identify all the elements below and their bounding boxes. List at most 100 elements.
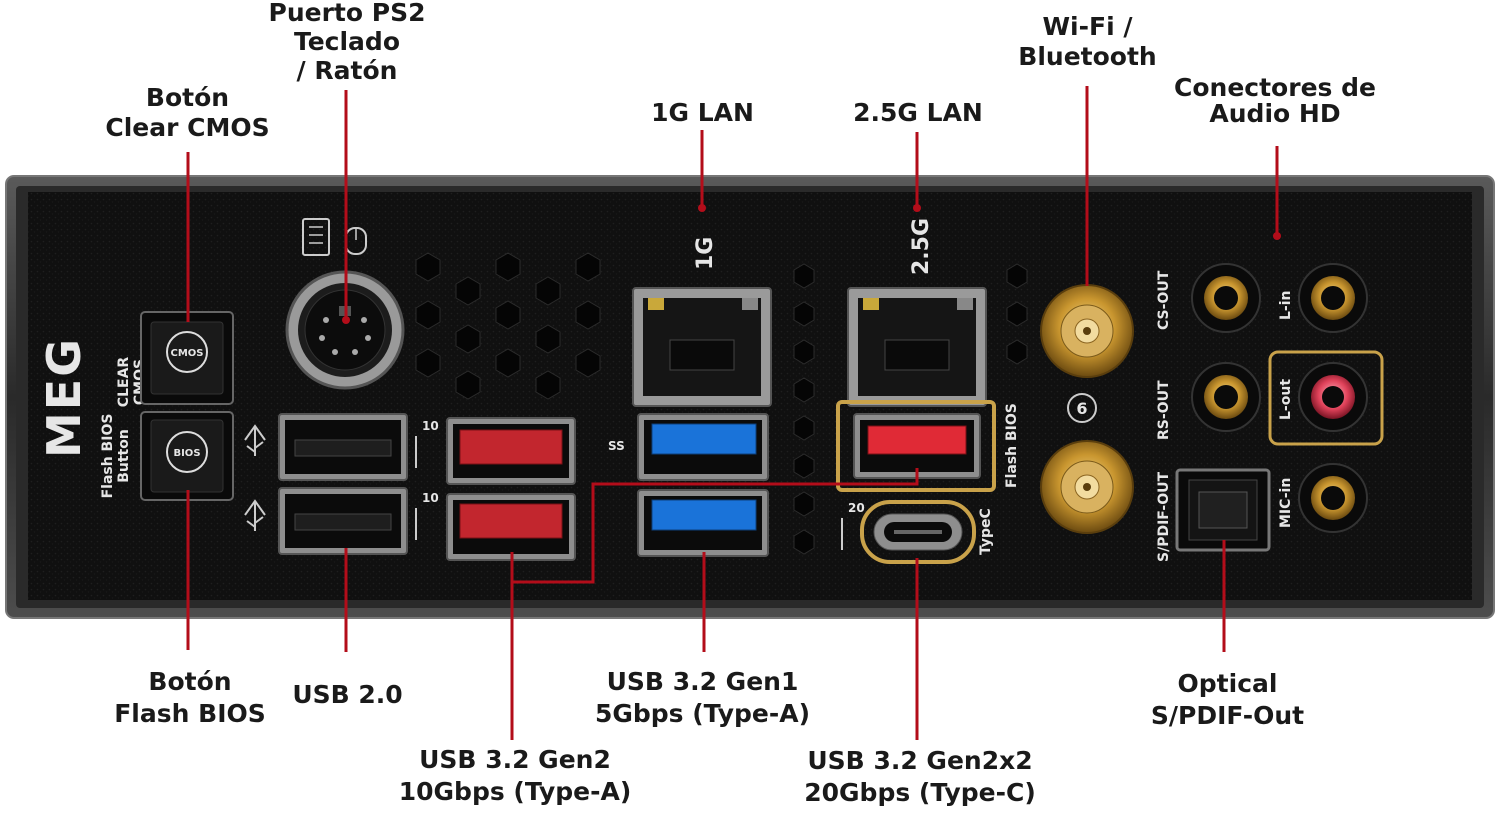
audio-jack-l-out[interactable] <box>1268 350 1384 446</box>
lan-2-5g-port[interactable] <box>847 287 987 407</box>
clear-cmos-silk-line1: CLEAR <box>116 357 132 408</box>
l-in-silk: L-in <box>1278 291 1294 321</box>
flash-bios-port-silk: Flash BIOS <box>1004 403 1020 488</box>
wifi-6-text: 6 <box>1076 399 1087 418</box>
mic-in-text: MIC-in <box>1278 478 1294 528</box>
typec-silk-text: TypeC <box>978 508 994 555</box>
callout-usb-gen2-line1: USB 3.2 Gen2 <box>419 745 611 774</box>
callout-optical-line1: Optical <box>1177 669 1278 698</box>
ss10-top-text: 10 <box>422 419 439 433</box>
leader-lines <box>186 86 1279 740</box>
callout-optical-line2: S/PDIF-Out <box>1150 701 1305 730</box>
usb-3-2-gen1-port-top[interactable] <box>637 413 769 481</box>
usb-3-2-gen1-icon-top: SS <box>608 439 625 453</box>
callout-optical-spdif: Optical S/PDIF-Out <box>1135 668 1320 732</box>
callout-usb-gen1-line2: 5Gbps (Type-A) <box>594 699 811 728</box>
superspeed-10-logo-bottom: 10 <box>415 491 439 540</box>
callout-ps2-line1: Puerto PS2 <box>268 0 426 27</box>
usb-2-0-port-top[interactable] <box>278 413 408 481</box>
ss20-text: 20 <box>848 501 865 515</box>
callout-flash-bios: Botón Flash BIOS <box>100 666 280 730</box>
rs-out-text: RS-OUT <box>1156 380 1172 440</box>
callout-ps2-line3: / Ratón <box>296 56 398 85</box>
leader-dots <box>342 204 1281 324</box>
callout-usb-gen2-line2: 10Gbps (Type-A) <box>398 777 632 806</box>
callout-usb-3-2-gen2x2: USB 3.2 Gen2x2 20Gbps (Type-C) <box>790 745 1050 809</box>
callout-1g-lan-line1: 1G LAN <box>651 98 754 127</box>
ps2-port[interactable] <box>285 270 405 390</box>
callout-audio-line2: Audio HD <box>1209 99 1341 128</box>
usb-2-0-icon-bottom <box>244 499 266 531</box>
usb-2-0-port-bottom[interactable] <box>278 487 408 555</box>
lan-1g-silk-text: 1G <box>693 237 718 270</box>
bios-refresh-icon <box>166 431 208 473</box>
callout-usb-gen2x2-line1: USB 3.2 Gen2x2 <box>807 746 1033 775</box>
clear-cmos-button[interactable]: CMOS <box>140 311 234 405</box>
spdif-out-text: S/PDIF-OUT <box>1156 472 1172 563</box>
leader-flash-bios-port <box>512 468 919 584</box>
callout-flash-bios-line1: Botón <box>148 667 232 696</box>
lan-1g-port[interactable] <box>632 287 772 407</box>
lan-1g-silk: 1G <box>693 237 718 270</box>
keyboard-icon <box>302 218 330 256</box>
callout-usb-2-0: USB 2.0 <box>280 680 415 710</box>
audio-jack-mic-in[interactable] <box>1298 463 1368 533</box>
cmos-refresh-icon <box>166 331 208 373</box>
spdif-out-silk: S/PDIF-OUT <box>1156 472 1172 563</box>
mic-in-silk: MIC-in <box>1278 478 1294 528</box>
callout-usb-gen2x2-line2: 20Gbps (Type-C) <box>804 778 1036 807</box>
flash-bios-port-silk-text: Flash BIOS <box>1004 403 1020 488</box>
cs-out-silk: CS-OUT <box>1156 270 1172 330</box>
usb-2-0-icon-top <box>244 424 266 456</box>
callout-wifi-line1: Wi-Fi / <box>1042 12 1133 41</box>
vent-grid-middle <box>793 263 1028 555</box>
meg-logo-text: MEG <box>37 337 91 458</box>
flash-bios-silk-line1: Flash BIOS <box>100 414 116 499</box>
usb-3-2-gen2-port-bottom[interactable] <box>446 493 576 561</box>
callout-2-5g-lan-line1: 2.5G LAN <box>853 98 983 127</box>
callout-2-5g-lan: 2.5G LAN <box>838 98 998 128</box>
callout-clear-cmos-line2: Clear CMOS <box>105 113 270 142</box>
rs-out-silk: RS-OUT <box>1156 380 1172 440</box>
flash-bios-silk-line2: Button <box>116 429 132 483</box>
callout-ps2-line2: Teclado <box>293 27 401 56</box>
svg-text:SS: SS <box>608 439 625 453</box>
callout-wifi-line2: Bluetooth <box>1018 42 1157 71</box>
flash-bios-silk: Flash BIOS Button <box>100 414 132 499</box>
wifi-antenna-top[interactable] <box>1040 284 1134 378</box>
l-out-text: L-out <box>1278 379 1294 420</box>
callout-clear-cmos-line1: Botón <box>145 83 230 112</box>
l-out-silk: L-out <box>1278 379 1294 420</box>
flash-bios-button-text: BIOS <box>173 448 200 459</box>
callout-1g-lan: 1G LAN <box>630 98 775 128</box>
flash-bios-button[interactable]: BIOS <box>140 411 234 501</box>
callout-ps2-port: Puerto PS2 Teclado / Ratón <box>262 0 432 85</box>
wifi-6-badge: 6 <box>1067 393 1097 423</box>
clear-cmos-button-text: CMOS <box>171 348 204 359</box>
audio-jack-l-in[interactable] <box>1298 263 1368 333</box>
callout-usb-3-2-gen2: USB 3.2 Gen2 10Gbps (Type-A) <box>385 744 645 808</box>
callout-clear-cmos: Botón Clear CMOS <box>100 83 275 143</box>
l-in-text: L-in <box>1278 291 1294 321</box>
superspeed-10-logo-top: 10 <box>415 419 439 468</box>
usb-3-2-gen1-port-bottom[interactable] <box>637 489 769 557</box>
cs-out-text: CS-OUT <box>1156 270 1172 330</box>
vent-grid-left <box>415 252 601 400</box>
callout-wifi-bluetooth: Wi-Fi / Bluetooth <box>1005 12 1170 72</box>
callout-usb20-line1: USB 2.0 <box>292 680 403 709</box>
audio-jack-cs-out[interactable] <box>1191 263 1261 333</box>
lan-2-5g-silk: 2.5G <box>909 218 934 275</box>
lan-2-5g-silk-text: 2.5G <box>909 218 934 275</box>
audio-jack-rs-out[interactable] <box>1191 362 1261 432</box>
optical-spdif-port[interactable] <box>1175 468 1271 552</box>
usb-3-2-gen2-port-top[interactable] <box>446 417 576 485</box>
typec-silk: TypeC <box>978 508 994 555</box>
flash-bios-usb-port[interactable] <box>836 400 996 492</box>
superspeed-20-logo: 20 <box>841 501 865 550</box>
meg-logo: MEG <box>37 337 91 458</box>
wifi-antenna-bottom[interactable] <box>1040 440 1134 534</box>
callout-usb-3-2-gen1: USB 3.2 Gen1 5Gbps (Type-A) <box>575 666 830 730</box>
callout-flash-bios-line2: Flash BIOS <box>114 699 266 728</box>
callout-usb-gen1-line1: USB 3.2 Gen1 <box>606 667 799 696</box>
